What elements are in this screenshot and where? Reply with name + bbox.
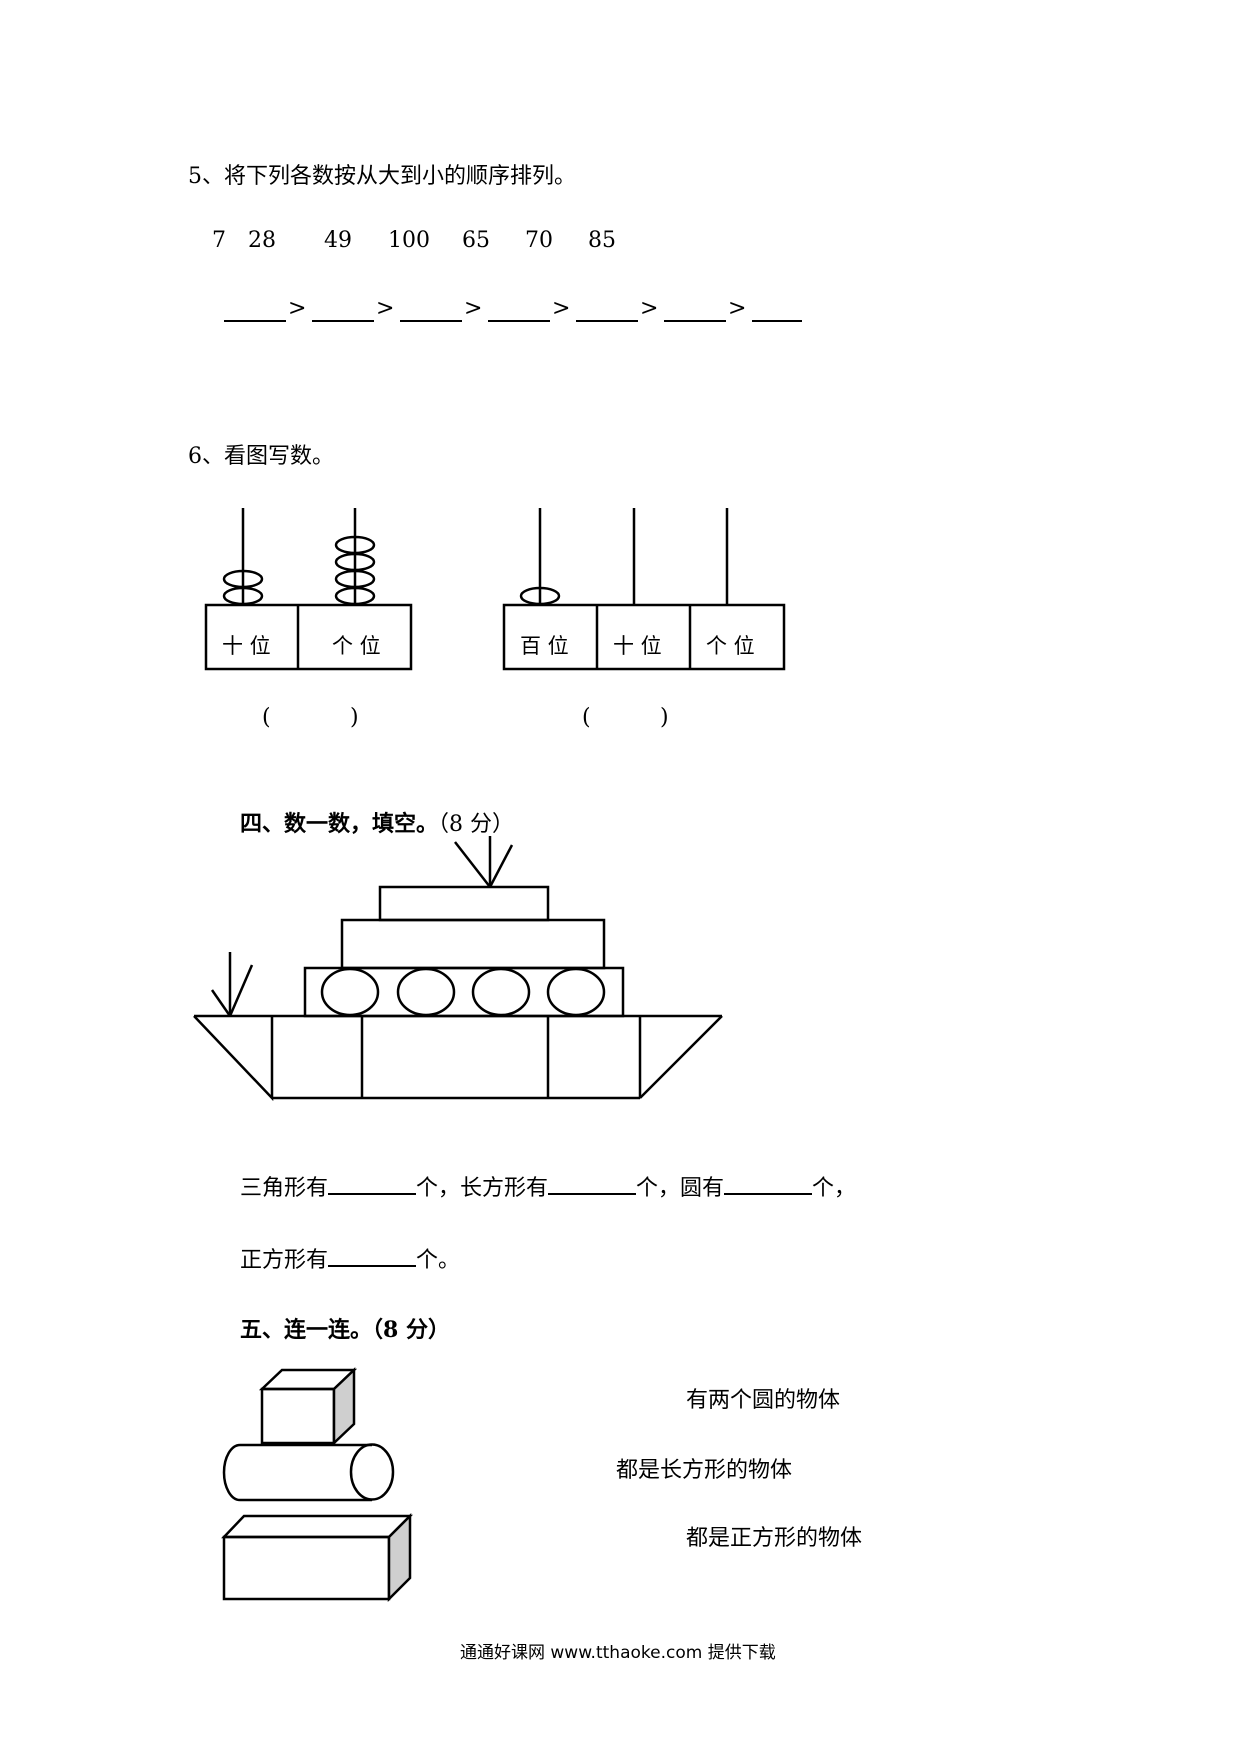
cuboid-top-face bbox=[221, 1514, 414, 1539]
fill-label-square: 正方形有 bbox=[240, 1248, 329, 1273]
q5-blank[interactable] bbox=[664, 298, 726, 322]
q5-number: 85 bbox=[588, 228, 616, 253]
q5-gt-sign: > bbox=[464, 296, 483, 321]
bead bbox=[222, 586, 264, 606]
answer2-paren-close: ) bbox=[660, 705, 669, 730]
arrow-head bbox=[488, 844, 514, 888]
match-option-all-squares[interactable]: 都是正方形的物体 bbox=[686, 1526, 863, 1551]
cube-front-face bbox=[260, 1387, 336, 1445]
fill-label-end: 个。 bbox=[416, 1248, 461, 1273]
cuboid-side-face bbox=[387, 1512, 412, 1603]
cube-side-face bbox=[332, 1367, 356, 1446]
bead bbox=[519, 586, 561, 606]
arrow-head bbox=[210, 989, 232, 1017]
answer2-paren-open: ( bbox=[582, 705, 591, 730]
abacus2-label-tens: 十 位 bbox=[613, 634, 662, 658]
fill-label-circle: 个，圆有 bbox=[636, 1176, 725, 1201]
boat-figure bbox=[193, 836, 723, 1102]
section4-fill-line1: 三角形有 个，长方形有 个，圆有 个， bbox=[240, 1170, 856, 1202]
q5-blank[interactable] bbox=[312, 298, 374, 322]
arrow-head bbox=[228, 964, 254, 1017]
abacus2-label-ones: 个 位 bbox=[706, 634, 755, 658]
circle-count-blank[interactable] bbox=[724, 1171, 813, 1195]
match-option-two-circles[interactable]: 有两个圆的物体 bbox=[686, 1388, 841, 1413]
q5-number: 100 bbox=[388, 228, 430, 253]
section4-points: （8 分） bbox=[438, 812, 515, 837]
q5-gt-sign: > bbox=[728, 296, 747, 321]
answer1-paren-close: ) bbox=[350, 705, 359, 730]
abacus2-frame bbox=[502, 603, 786, 671]
q5-gt-sign: > bbox=[376, 296, 395, 321]
square-count-blank[interactable] bbox=[328, 1243, 417, 1267]
cuboid-front-face bbox=[222, 1535, 391, 1601]
q5-number: 65 bbox=[462, 228, 490, 253]
section5-heading: 五、连一连。（8 分） bbox=[240, 1317, 450, 1343]
q5-gt-sign: > bbox=[640, 296, 659, 321]
q5-title: 5、将下列各数按从大到小的顺序排列。 bbox=[188, 164, 576, 189]
section4-title: 四、数一数，填空。 bbox=[240, 811, 439, 837]
abacus1-label-ones: 个 位 bbox=[332, 634, 381, 658]
answer1-paren-open: ( bbox=[262, 705, 271, 730]
q5-blank[interactable] bbox=[488, 298, 550, 322]
cylinder-body bbox=[222, 1443, 372, 1502]
answer2-field[interactable] bbox=[604, 712, 654, 734]
arrow-head bbox=[454, 841, 491, 888]
fill-label-rectangle: 个，长方形有 bbox=[416, 1176, 549, 1201]
q5-blank[interactable] bbox=[576, 298, 638, 322]
abacus1-label-tens: 十 位 bbox=[222, 634, 271, 658]
boat-window-circle bbox=[546, 967, 606, 1017]
q5-number: 7 bbox=[212, 228, 226, 253]
hull-left-triangle bbox=[193, 1015, 274, 1102]
abacus2-label-hundreds: 百 位 bbox=[520, 634, 569, 658]
hull-right-triangle-edge bbox=[639, 1015, 723, 1099]
boat-window-circle bbox=[320, 967, 380, 1017]
fill-label-end: 个， bbox=[812, 1176, 857, 1201]
boat-window-circle bbox=[471, 967, 531, 1017]
q6-title: 6、看图写数。 bbox=[188, 444, 334, 469]
bead bbox=[334, 586, 376, 606]
section4-heading: 四、数一数，填空。（8 分） bbox=[240, 806, 514, 838]
q5-gt-sign: > bbox=[552, 296, 571, 321]
section4-fill-line2: 正方形有 个。 bbox=[240, 1242, 460, 1274]
q5-blank[interactable] bbox=[752, 298, 802, 322]
q5-number: 49 bbox=[324, 228, 352, 253]
q5-number: 70 bbox=[525, 228, 553, 253]
q5-gt-sign: > bbox=[288, 296, 307, 321]
answer1-field[interactable] bbox=[285, 712, 345, 734]
rectangle-count-blank[interactable] bbox=[548, 1171, 637, 1195]
boat-top-rectangle bbox=[378, 885, 550, 922]
triangle-count-blank[interactable] bbox=[328, 1171, 417, 1195]
q5-number: 28 bbox=[248, 228, 276, 253]
abacus1-frame bbox=[204, 603, 413, 671]
boat-window-deck bbox=[303, 966, 625, 1018]
boat-middle-rectangle bbox=[340, 918, 606, 970]
solids-figure bbox=[221, 1367, 414, 1603]
cylinder-end-circle bbox=[349, 1443, 395, 1501]
page-footer: 通通好课网 www.tthaoke.com 提供下载 bbox=[460, 1643, 776, 1663]
abacus-tens-ones bbox=[204, 508, 413, 671]
q5-blank[interactable] bbox=[224, 298, 286, 322]
fill-label-triangle: 三角形有 bbox=[240, 1176, 329, 1201]
match-option-all-rectangles[interactable]: 都是长方形的物体 bbox=[616, 1458, 793, 1483]
q5-blank[interactable] bbox=[400, 298, 462, 322]
boat-window-circle bbox=[396, 967, 456, 1017]
abacus-hundreds-tens-ones bbox=[502, 508, 786, 671]
